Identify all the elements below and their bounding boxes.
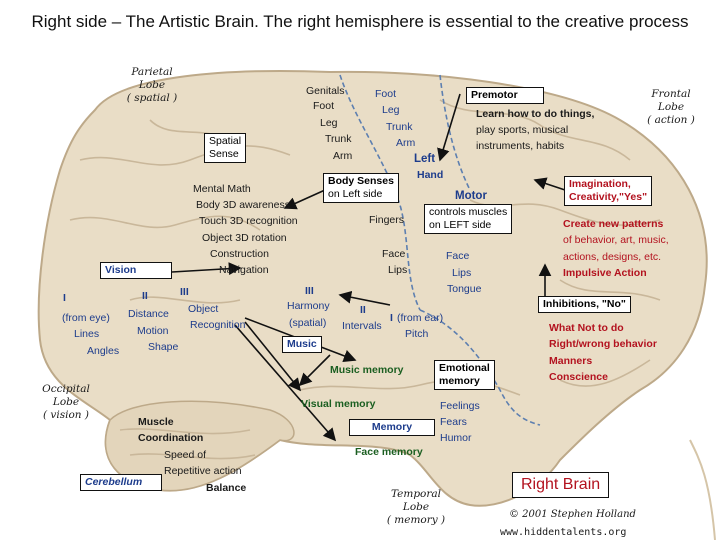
muscle-label: Muscle [138, 416, 174, 428]
fears-label: Fears [440, 416, 467, 428]
hearing-n1: I [390, 312, 393, 324]
motor-trunk: Trunk [386, 121, 413, 133]
vision-object: Object [188, 303, 219, 315]
hand-label: Hand [417, 169, 444, 181]
page-title: Right side – The Artistic Brain. The rig… [31, 12, 689, 31]
motor-leg: Leg [382, 104, 400, 116]
hearing-n3: III [305, 285, 314, 297]
vision-shape: Shape [148, 341, 179, 353]
coordination-label: Coordination [138, 432, 204, 444]
inhibition-line: Conscience [549, 371, 608, 383]
body-genitals: Genitals [306, 85, 345, 97]
motor-face: Face [446, 250, 470, 262]
body-arm: Arm [333, 150, 353, 162]
sulcus-lines [339, 74, 541, 426]
feelings-label: Feelings [440, 400, 480, 412]
left-label: Left [414, 153, 436, 165]
music-memory-label: Music memory [330, 364, 404, 376]
body-foot: Foot [313, 100, 335, 112]
imagination-box: Imagination,Creativity,"Yes" [564, 176, 653, 206]
motor-foot: Foot [375, 88, 397, 100]
hearing-pitch: Pitch [405, 328, 429, 340]
memory-box: Memory [349, 419, 435, 436]
fingers-label: Fingers [369, 214, 405, 226]
body-leg: Leg [320, 117, 338, 129]
inhibition-line: What Not to do [549, 322, 624, 334]
sense-lips: Lips [388, 264, 408, 276]
music-box: Music [282, 336, 322, 353]
vision-angles: Angles [87, 345, 120, 357]
patterns-line: of behavior, art, music, [563, 234, 669, 246]
premotor-box: Premotor [466, 87, 544, 104]
hearing-n2: II [360, 304, 366, 316]
body-trunk: Trunk [325, 133, 352, 145]
premotor-line: play sports, musical [476, 124, 569, 136]
premotor-line: Learn how to do things, [476, 108, 595, 120]
sense-face: Face [382, 248, 406, 260]
motor-tongue: Tongue [447, 283, 482, 295]
face-silhouette [689, 439, 716, 540]
vision-motion: Motion [137, 325, 169, 337]
arrow-visual-memory [244, 321, 302, 392]
motor-arm: Arm [396, 137, 416, 149]
arrow-face-memory [234, 324, 337, 442]
spatial-item: Object 3D rotation [202, 232, 287, 244]
motor-lips: Lips [452, 267, 472, 279]
arrow-premotor [437, 93, 461, 162]
vision-n3: III [180, 286, 189, 298]
patterns-title: Create new patterns [563, 218, 664, 230]
arrow-emotional [298, 354, 331, 387]
hearing-intervals: Intervals [342, 320, 382, 332]
visual-memory-label: Visual memory [301, 398, 376, 410]
vision-box: Vision [100, 262, 172, 279]
premotor-line: instruments, habits [476, 140, 565, 152]
arrow-vision [171, 262, 242, 276]
motor-title: Motor [455, 190, 487, 202]
website: www.hiddentalents.org [500, 527, 627, 538]
vision-n1: I [63, 292, 66, 304]
hearing-from-ear: (from ear) [397, 312, 444, 324]
arrow-hearing [338, 290, 391, 306]
arrow-body-senses [283, 189, 326, 210]
hearing-harmony: Harmony [287, 300, 330, 312]
spatial-item: Navigation [219, 264, 269, 276]
vision-n2: II [142, 290, 148, 302]
speed-label: Speed of [164, 449, 207, 461]
patterns-line: actions, designs, etc. [563, 251, 662, 263]
face-memory-label: Face memory [355, 446, 423, 458]
vision-distance: Distance [128, 308, 169, 320]
body-senses-box: Body Senses on Left side [323, 173, 399, 203]
vision-lines: Lines [74, 328, 100, 340]
inhibition-line: Right/wrong behavior [549, 338, 657, 350]
arrows [171, 93, 566, 442]
cerebellum-box: Cerebellum [80, 474, 162, 491]
inhibitions-box: Inhibitions, "No" [538, 296, 631, 313]
impulsive-action: Impulsive Action [563, 267, 647, 279]
balance-label: Balance [206, 482, 247, 494]
vision-recognition: Recognition [190, 319, 246, 331]
copyright: © 2001 Stephen Holland [509, 509, 636, 520]
repetitive-label: Repetitive action [164, 465, 242, 477]
arrow-imagination [533, 177, 566, 191]
spatial-item: Touch 3D recognition [199, 215, 298, 227]
spatial-item: Mental Math [193, 183, 251, 195]
spatial-item: Construction [210, 248, 269, 260]
inhibition-line: Manners [549, 355, 593, 367]
humor-label: Humor [440, 432, 472, 444]
right-brain-box: Right Brain [512, 472, 610, 498]
vision-eye: (from eye) [62, 312, 110, 324]
hearing-spatial: (spatial) [289, 317, 327, 329]
spatial-item: Body 3D awareness [196, 199, 290, 211]
